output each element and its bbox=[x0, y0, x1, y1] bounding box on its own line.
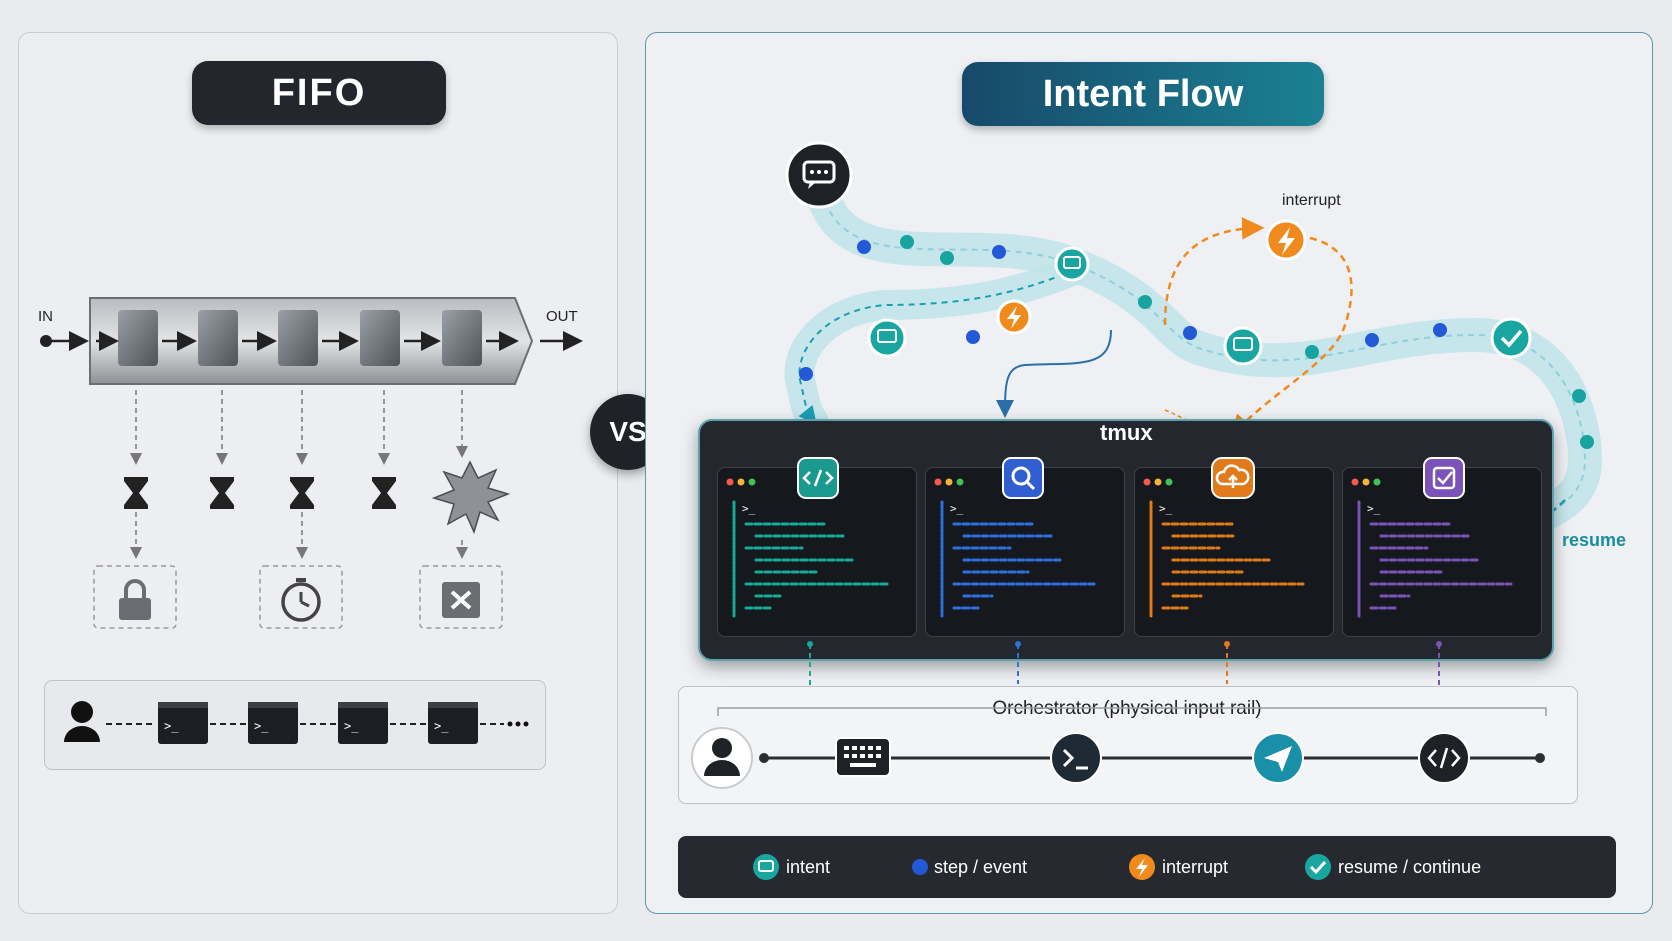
chat-start-icon bbox=[785, 141, 853, 209]
in-label: IN bbox=[38, 308, 53, 325]
svg-text:>_: >_ bbox=[164, 719, 179, 733]
svg-text:>_: >_ bbox=[254, 719, 269, 733]
tmux-label: tmux bbox=[1100, 420, 1153, 445]
error-x-icon bbox=[442, 582, 480, 618]
svg-text:>_: >_ bbox=[344, 719, 359, 733]
user-icon bbox=[64, 701, 100, 742]
intent-flow-title: Intent Flow bbox=[962, 62, 1324, 126]
code-icon bbox=[797, 457, 839, 499]
explosion-icon bbox=[431, 460, 511, 535]
intent-node bbox=[867, 246, 1263, 366]
svg-text:>_: >_ bbox=[434, 719, 449, 733]
svg-text:>_: >_ bbox=[1159, 502, 1173, 515]
svg-text:>_: >_ bbox=[1367, 502, 1381, 515]
terminal-icon: >_ >_ >_ >_ bbox=[158, 702, 478, 744]
tmux-pane-contents: >_ >_ >_ >_ bbox=[726, 457, 1513, 618]
intent-icon bbox=[753, 854, 779, 880]
send-icon bbox=[1252, 732, 1304, 784]
queue-blocks bbox=[96, 310, 519, 366]
legend-intent: intent bbox=[786, 857, 831, 877]
svg-text:>_: >_ bbox=[742, 502, 756, 515]
fifo-title: FIFO bbox=[192, 61, 446, 125]
check-icon bbox=[1305, 854, 1331, 880]
user-icon bbox=[691, 727, 753, 789]
interrupt-label: interrupt bbox=[1282, 192, 1341, 209]
out-label: OUT bbox=[546, 308, 578, 325]
code-icon bbox=[1418, 732, 1470, 784]
lightning-icon bbox=[1129, 854, 1155, 880]
cloud-upload-icon bbox=[1211, 457, 1255, 499]
search-icon bbox=[1002, 457, 1044, 499]
terminal-icon bbox=[1050, 732, 1102, 784]
resume-label: resume bbox=[1562, 530, 1627, 550]
timer-icon bbox=[281, 578, 321, 622]
hourglass-icon bbox=[124, 477, 396, 509]
legend-interrupt: interrupt bbox=[1162, 857, 1229, 877]
orchestrator-rail-track bbox=[691, 707, 1547, 789]
fifo-sequence: >_ >_ >_ >_ bbox=[64, 701, 529, 744]
keyboard-icon bbox=[835, 737, 891, 777]
step-dot-icon bbox=[912, 859, 928, 875]
legend-step: step / event bbox=[934, 857, 1028, 877]
lock-icon bbox=[119, 579, 151, 620]
legend-resume: resume / continue bbox=[1338, 857, 1482, 877]
fifo-diagram bbox=[40, 297, 583, 629]
checklist-icon bbox=[1423, 457, 1465, 499]
legend-icons bbox=[753, 854, 1331, 880]
pane-rail-connectors bbox=[807, 641, 1442, 708]
check-icon bbox=[1490, 317, 1532, 359]
svg-text:>_: >_ bbox=[950, 502, 964, 515]
